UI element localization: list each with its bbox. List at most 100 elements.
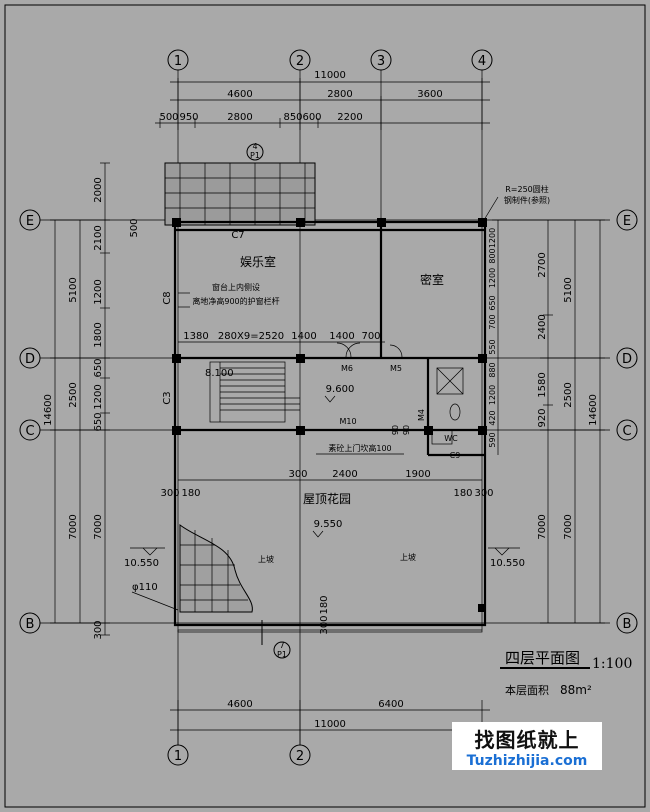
note-column-2: 钢制件(参照) xyxy=(504,195,550,205)
door-swings xyxy=(336,342,403,358)
dim-bottom-total: 11000 xyxy=(314,719,346,730)
dim-left-inner-c: 1200 xyxy=(93,279,104,304)
left-dimension-lines xyxy=(50,162,110,636)
label-c7: C7 xyxy=(231,230,244,241)
dim-strip-h: 1200 xyxy=(488,385,497,405)
dim-right-inner-e: 7000 xyxy=(537,514,548,539)
garden-dim-c: 1900 xyxy=(405,469,430,480)
drawing-frame xyxy=(4,4,646,808)
axis-right-d: D xyxy=(622,352,632,367)
dim-strip-e: 700 xyxy=(488,314,497,329)
dim-strip-f: 550 xyxy=(488,339,497,354)
garden-dim-a: 300 xyxy=(288,469,307,480)
watermark-brand: 找图纸就上 Tuzhizhijia.com xyxy=(452,722,602,770)
dim-top-row2-b: 950 xyxy=(179,112,198,123)
drawing-title: 四层平面图 xyxy=(505,649,580,667)
axis-right-e: E xyxy=(623,214,631,229)
wc-fixtures xyxy=(431,367,464,445)
dim-left-inner-a: 2000 xyxy=(93,177,104,202)
level-stair: 8.100 xyxy=(205,368,234,379)
dim-right-outer: 14600 xyxy=(588,394,599,426)
stair-dim-a: 1380 xyxy=(183,331,208,342)
dim-bottom-a: 4600 xyxy=(227,699,252,710)
drawing-scale: 1:100 xyxy=(592,656,632,672)
label-side-9: 90 xyxy=(391,425,400,435)
slope-label-2: 上坡 xyxy=(400,552,416,562)
detail-top-sheet: P1 xyxy=(250,151,260,160)
dim-right-inner-b: 2400 xyxy=(537,314,548,339)
detail-bottom-sheet: P1 xyxy=(277,650,287,659)
dim-left-inner-e: 650 xyxy=(93,358,104,377)
dim-strip-g: 880 xyxy=(488,362,497,377)
axis-top-2: 2 xyxy=(296,54,304,69)
note-window-2: 离地净高900的护窗栏杆 xyxy=(192,296,279,306)
dim-top-row2-d: 850 xyxy=(283,112,302,123)
room-entertainment: 娱乐室 xyxy=(240,254,276,269)
detail-bottom-number: 7 xyxy=(279,641,284,650)
dim-left-mid-a: 5100 xyxy=(68,277,79,302)
balcony-hatch xyxy=(164,162,316,226)
columns xyxy=(172,218,487,612)
label-m4: M4 xyxy=(417,409,426,421)
slope-label-1: 上坡 xyxy=(258,554,274,564)
dim-right-inner-d: 920 xyxy=(537,408,548,427)
garden-dim-d: 180 xyxy=(453,488,472,499)
dim-left-small: 500 xyxy=(129,218,140,237)
dim-right-mid-c: 7000 xyxy=(563,514,574,539)
axis-top-3: 3 xyxy=(377,54,385,69)
bottom-dim-300: 300 xyxy=(319,615,330,634)
dim-top-row2-f: 2200 xyxy=(337,112,362,123)
dim-top-row2-e: 600 xyxy=(302,112,321,123)
dim-right-inner-a: 2700 xyxy=(537,252,548,277)
dim-strip-i: 420 xyxy=(488,410,497,425)
level-garden: 9.550 xyxy=(314,519,343,530)
axis-bubbles-right: E D C B xyxy=(616,209,638,634)
axis-right-b: B xyxy=(623,617,632,632)
detail-callout-bottom xyxy=(273,641,291,659)
dim-left-outer: 14600 xyxy=(43,394,54,426)
dim-left-inner-h: 7000 xyxy=(93,514,104,539)
label-m6: M6 xyxy=(341,364,353,373)
label-c3: C3 xyxy=(162,391,173,404)
axis-bottom-2: 2 xyxy=(296,749,304,764)
garden-dim-e: 300 xyxy=(474,488,493,499)
area-value: 88m² xyxy=(560,683,592,697)
axis-bottom-1: 1 xyxy=(174,749,182,764)
note-column-1: R=250圆柱 xyxy=(505,184,549,194)
stair-dim-e: 700 xyxy=(361,331,380,342)
brand-url: Tuzhizhijia.com xyxy=(466,753,588,769)
level-right: 10.550 xyxy=(490,558,525,569)
axis-lines xyxy=(40,70,610,745)
planting-area xyxy=(179,524,253,613)
dim-right-mid-a: 5100 xyxy=(563,277,574,302)
note-window-1: 窗台上内侧设 xyxy=(212,282,260,292)
area-label: 本层面积 xyxy=(505,683,549,697)
balcony-pattern xyxy=(165,163,315,225)
bottom-dim-180: 180 xyxy=(319,595,330,614)
garden-dim-b: 2400 xyxy=(332,469,357,480)
dim-left-inner-i: 300 xyxy=(93,620,104,639)
stair-dim-b: 280X9=2520 xyxy=(218,331,284,342)
axis-left-c: C xyxy=(25,424,34,439)
dim-right-inner-c: 1580 xyxy=(537,372,548,397)
axis-top-1: 1 xyxy=(174,54,182,69)
dim-strip-d: 650 xyxy=(488,295,497,310)
dim-top-row1-a: 4600 xyxy=(227,89,252,100)
dim-strip-c: 1200 xyxy=(488,268,497,288)
stair-dim-c: 1400 xyxy=(291,331,316,342)
dim-left-inner-d: 1800 xyxy=(93,322,104,347)
level-left: 10.550 xyxy=(124,558,159,569)
detail-callout-top xyxy=(246,143,264,161)
dim-left-inner-b: 2100 xyxy=(93,225,104,250)
dim-left-inner-g: 650 xyxy=(93,412,104,431)
dim-left-inner-f: 1200 xyxy=(93,384,104,409)
top-dimension-lines xyxy=(155,78,490,130)
garden-dim-f: 300 xyxy=(160,488,179,499)
label-c8: C8 xyxy=(162,291,173,304)
room-secret: 密室 xyxy=(420,272,444,287)
axis-right-c: C xyxy=(622,424,631,439)
dim-bottom-b: 6400 xyxy=(378,699,403,710)
dim-strip-a: 1200 xyxy=(488,228,497,248)
